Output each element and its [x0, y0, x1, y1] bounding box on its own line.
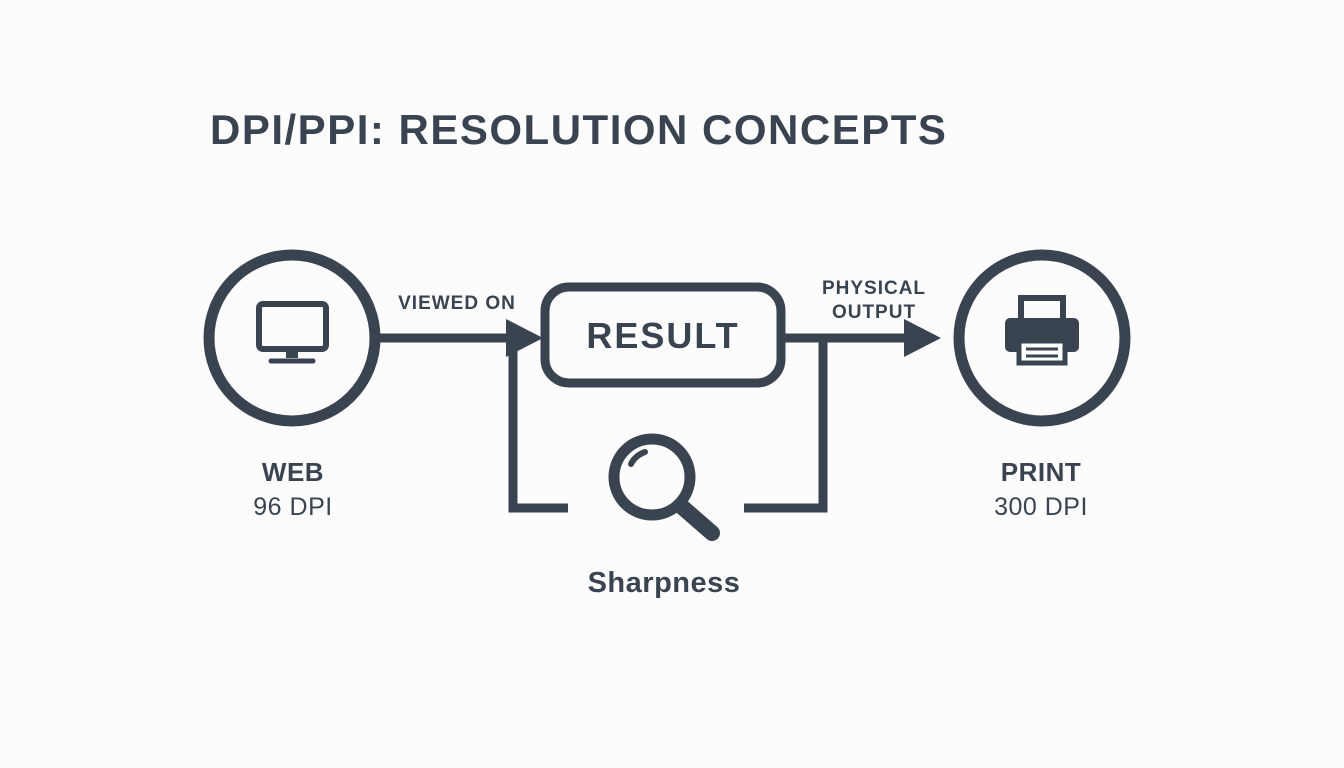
result-box-outline — [540, 282, 786, 388]
web-node: WEB 96 DPI — [203, 249, 381, 521]
page-title: DPI/PPI: RESOLUTION CONCEPTS — [210, 106, 948, 153]
web-node-label: WEB — [262, 457, 324, 487]
sharpness-connectors — [508, 336, 828, 513]
result-box-label: RESULT — [586, 315, 739, 356]
arrow-viewed-on: VIEWED ON — [379, 293, 543, 357]
result-box: RESULT — [540, 282, 786, 388]
sharpness-connector-right — [744, 336, 828, 513]
print-node-sublabel: 300 DPI — [994, 493, 1088, 521]
web-node-sublabel: 96 DPI — [253, 493, 332, 521]
magnifier-icon — [608, 433, 720, 541]
web-node-circle — [203, 249, 381, 427]
print-node-label: PRINT — [1001, 457, 1082, 487]
arrow-physical-output-label-line1: PHYSICAL — [822, 278, 926, 299]
arrow-physical-output: PHYSICAL OUTPUT — [785, 278, 941, 357]
print-node: PRINT 300 DPI — [953, 249, 1131, 521]
sharpness-label: Sharpness — [588, 567, 741, 599]
print-node-circle — [953, 249, 1131, 427]
sharpness-connector-left — [508, 336, 568, 513]
printer-icon — [1005, 295, 1079, 366]
monitor-icon — [256, 301, 329, 364]
sharpness-node: Sharpness — [588, 433, 741, 599]
arrow-viewed-on-label: VIEWED ON — [398, 293, 516, 314]
arrow-physical-output-label-line2: OUTPUT — [832, 302, 916, 323]
arrow-physical-output-head — [904, 319, 941, 357]
